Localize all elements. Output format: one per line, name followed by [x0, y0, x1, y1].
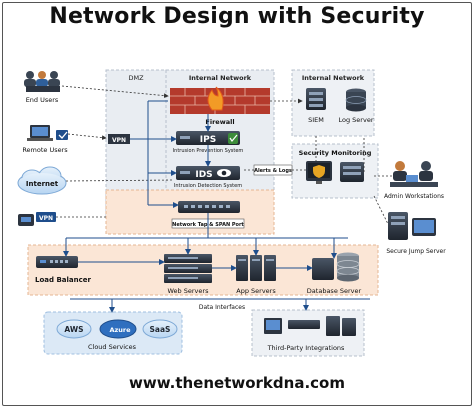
siem-label: SIEM: [308, 116, 324, 124]
database-server-label: Database Server: [307, 287, 362, 295]
dashed-connectors: [56, 85, 392, 225]
remote-users-label: Remote Users: [22, 146, 68, 154]
internal-network-label-right: Internal Network: [302, 74, 365, 82]
data-interfaces-label: Data Interfaces: [199, 304, 245, 311]
load-balancer-icon: [36, 256, 78, 268]
vpn-box-mid: [108, 134, 130, 144]
dmz-label: DMZ: [128, 74, 144, 82]
firewall-icon: [170, 86, 270, 114]
admin-workstations-icon: [390, 161, 438, 187]
cloud-services-label: Cloud Services: [88, 343, 137, 351]
siem-icon: [306, 88, 326, 110]
ips-device: [176, 131, 240, 145]
alerts-logs-label: Alerts & Logs: [254, 168, 292, 174]
saas-label: SaaS: [150, 325, 171, 334]
third-party-icon: [264, 316, 356, 336]
web-servers-label: Web Servers: [168, 287, 210, 295]
azure-label: Azure: [109, 326, 131, 334]
third-party-label: Third-Party Integrations: [267, 344, 345, 352]
ips-badge: IPS: [200, 135, 216, 145]
vpn-device-left: [18, 212, 56, 226]
app-servers-icon: [236, 255, 276, 281]
end-users-icon: [24, 71, 60, 92]
footer-url: www.thenetworkdna.com: [129, 374, 345, 392]
azure-cloud-icon: [99, 319, 137, 339]
log-server-label: Log Server: [339, 116, 374, 124]
ids-device: [176, 166, 240, 180]
internet-label: Internet: [26, 180, 59, 188]
monitoring-screen-icon: [306, 161, 332, 184]
admin-workstations-label: Admin Workstations: [384, 193, 444, 200]
firewall-label: Firewall: [205, 118, 234, 126]
monitoring-server-icon: [340, 162, 364, 182]
network-tap-device: [178, 201, 240, 213]
secure-jump-server-label: Secure Jump Server: [386, 248, 446, 255]
load-balancer-label: Load Balancer: [35, 276, 92, 284]
vpn-label-left: VPN: [39, 215, 53, 222]
ids-badge: IDS: [195, 170, 212, 180]
aws-label: AWS: [64, 325, 83, 334]
vpn-label-mid: VPN: [112, 137, 126, 144]
diagram-title: Network Design with Security: [49, 4, 425, 29]
solid-connectors: [63, 100, 370, 313]
database-server-icon: [312, 252, 360, 282]
security-monitoring-label: Security Monitoring: [299, 149, 372, 157]
aws-cloud-icon: [56, 319, 92, 339]
ids-label: Intrusion Detection System: [174, 183, 242, 189]
internet-cloud-icon: [17, 166, 67, 195]
app-servers-label: App Servers: [236, 287, 276, 295]
secure-jump-server-icon: [388, 212, 436, 240]
web-servers-icon: [164, 254, 212, 283]
remote-users-icon: [27, 125, 68, 141]
saas-cloud-icon: [142, 319, 178, 339]
internal-network-label-center: Internal Network: [189, 74, 252, 82]
end-users-label: End Users: [26, 96, 59, 104]
log-server-icon: [345, 88, 367, 112]
